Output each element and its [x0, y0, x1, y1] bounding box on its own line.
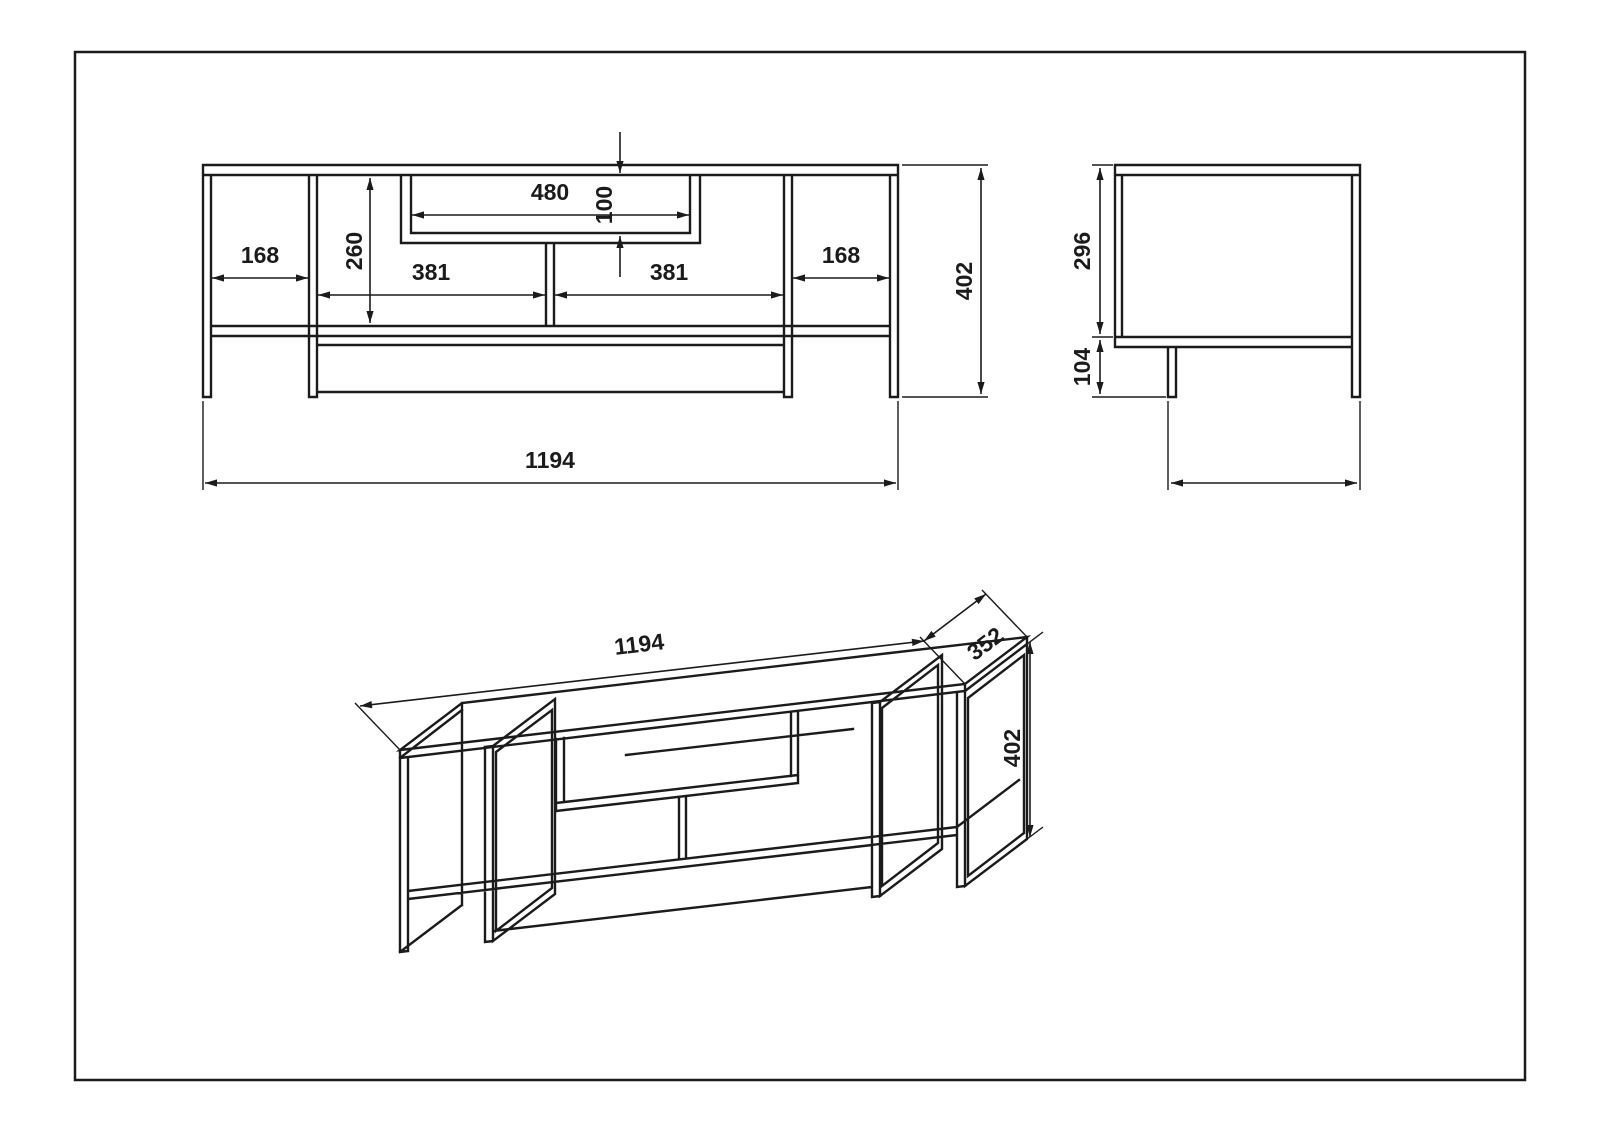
dim-label-opening-width: 480	[531, 179, 569, 205]
iso-extension-lines	[354, 589, 1044, 887]
side-view-extension-lines	[1092, 164, 1361, 490]
dim-label-right-shelf: 381	[650, 259, 689, 285]
dim-label-iso-depth: 352	[962, 622, 1008, 666]
side-view-object-lines	[1113, 163, 1362, 399]
dim-line-iso-depth	[923, 593, 987, 642]
dim-label-leg-height: 104	[1069, 348, 1095, 387]
front-view-object-lines	[201, 163, 900, 399]
dim-label-upper-section-height: 260	[341, 232, 367, 270]
dim-line-iso-width	[359, 638, 925, 709]
iso-object-lines	[395, 635, 1032, 954]
dim-label-left-compartment: 168	[241, 242, 280, 268]
dim-label-iso-height: 402	[999, 729, 1025, 767]
dim-label-total-width: 1194	[525, 447, 575, 473]
front-view-extension-lines	[202, 164, 988, 490]
dim-label-body-height: 296	[1069, 232, 1095, 270]
dim-label-total-height: 402	[951, 262, 977, 300]
dim-label-left-shelf: 381	[412, 259, 451, 285]
drawing-frame-border	[73, 50, 1527, 1082]
side-view: 296 104	[1069, 163, 1362, 490]
front-view: 168 260 480 100 381 381 168 402 1194	[201, 132, 988, 490]
isometric-view: 1194 352 402	[354, 589, 1044, 954]
dim-label-opening-height: 100	[591, 186, 617, 224]
dim-label-right-compartment: 168	[822, 242, 861, 268]
dim-label-iso-width: 1194	[613, 628, 666, 660]
